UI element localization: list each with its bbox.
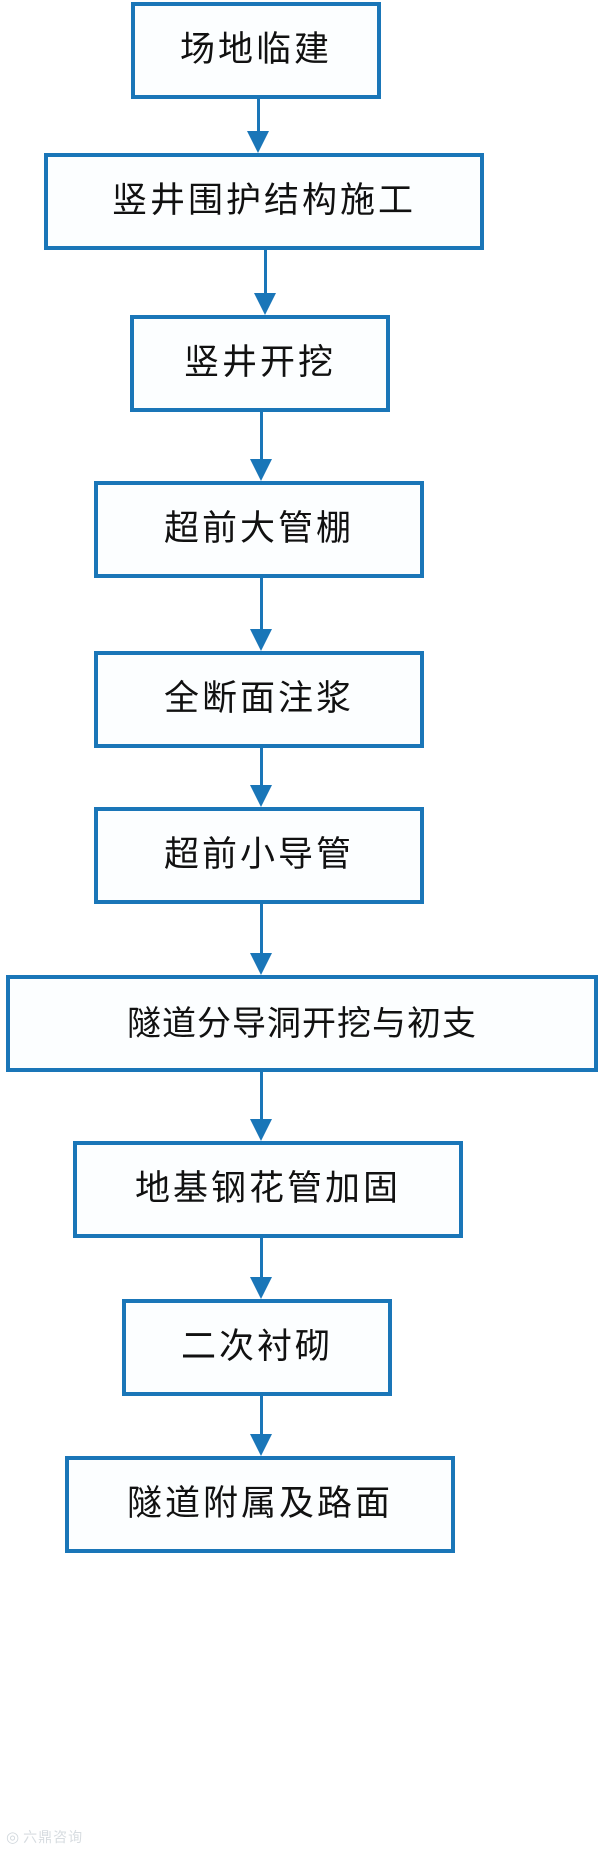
flow-node-1[interactable]: 场地临建 bbox=[131, 2, 381, 99]
arrow-stem bbox=[260, 904, 263, 953]
arrow-head-icon bbox=[250, 785, 272, 807]
flow-node-label: 全断面注浆 bbox=[163, 679, 354, 719]
flow-node-3[interactable]: 竖井开挖 bbox=[130, 315, 390, 412]
arrow-stem bbox=[260, 412, 263, 459]
flow-node-label: 二次衬砌 bbox=[180, 1327, 333, 1367]
arrow-head-icon bbox=[250, 459, 272, 481]
arrow-stem bbox=[260, 1072, 263, 1119]
flow-node-8[interactable]: 地基钢花管加固 bbox=[73, 1141, 463, 1238]
flow-node-10[interactable]: 隧道附属及路面 bbox=[65, 1456, 455, 1553]
flow-node-label: 竖井开挖 bbox=[183, 343, 336, 383]
watermark-logo-icon: ◎ bbox=[6, 1828, 20, 1846]
arrow-stem bbox=[260, 1396, 263, 1434]
flow-node-6[interactable]: 超前小导管 bbox=[94, 807, 424, 904]
flow-node-label: 场地临建 bbox=[179, 30, 332, 70]
flow-node-label: 超前小导管 bbox=[163, 835, 354, 875]
arrow-head-icon bbox=[250, 1119, 272, 1141]
arrow-stem bbox=[260, 748, 263, 785]
flow-node-7[interactable]: 隧道分导洞开挖与初支 bbox=[6, 975, 598, 1072]
arrow-stem bbox=[260, 1238, 263, 1277]
flow-node-9[interactable]: 二次衬砌 bbox=[122, 1299, 392, 1396]
arrow-stem bbox=[257, 99, 260, 131]
arrow-head-icon bbox=[247, 131, 269, 153]
arrow-head-icon bbox=[250, 629, 272, 651]
flow-node-label: 隧道分导洞开挖与初支 bbox=[127, 1003, 477, 1044]
flow-node-label: 隧道附属及路面 bbox=[126, 1484, 393, 1524]
arrow-stem bbox=[264, 250, 267, 293]
flow-node-4[interactable]: 超前大管棚 bbox=[94, 481, 424, 578]
arrow-head-icon bbox=[250, 1434, 272, 1456]
flow-node-5[interactable]: 全断面注浆 bbox=[94, 651, 424, 748]
flow-node-label: 竖井围护结构施工 bbox=[111, 181, 416, 221]
flow-node-label: 超前大管棚 bbox=[163, 509, 354, 549]
watermark: ◎ 六鼎咨询 bbox=[6, 1827, 83, 1847]
arrow-head-icon bbox=[250, 1277, 272, 1299]
arrow-head-icon bbox=[254, 293, 276, 315]
arrow-head-icon bbox=[250, 953, 272, 975]
watermark-text: 六鼎咨询 bbox=[23, 1830, 84, 1846]
arrow-stem bbox=[260, 578, 263, 629]
flow-node-label: 地基钢花管加固 bbox=[134, 1169, 401, 1209]
flow-node-2[interactable]: 竖井围护结构施工 bbox=[44, 153, 484, 250]
